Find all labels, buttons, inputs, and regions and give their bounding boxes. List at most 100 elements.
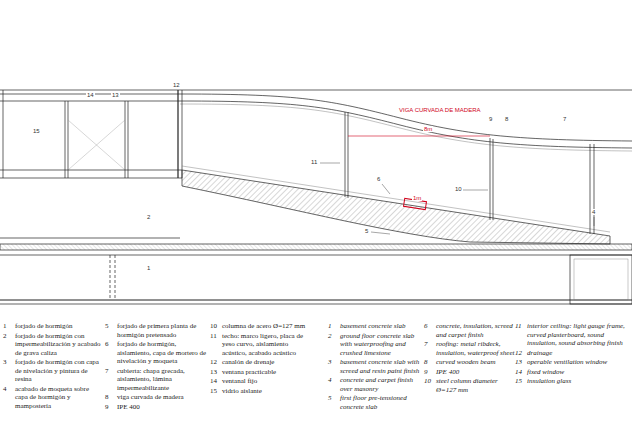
floor-line [0, 170, 182, 171]
key-number: 12 [515, 349, 522, 358]
key-number: 6 [424, 322, 428, 331]
callout-number: 8 [504, 116, 509, 122]
key-text: forjado de hormigón con impermeabilizaci… [15, 332, 103, 358]
callout-number: 12 [172, 82, 181, 88]
callout-number: 14 [86, 92, 95, 98]
basement-axis [115, 255, 116, 300]
leader-line [320, 163, 340, 164]
ceiling-line [180, 104, 632, 151]
key-text: cubierta: chapa grecada, aislamiento, lá… [117, 367, 207, 393]
key-text: columna de acero Ø=127 mm [222, 322, 314, 331]
key-text: IPE 400 [436, 368, 516, 377]
glazing-line [65, 101, 66, 178]
key-text: acabado de moqueta sobre capa de hormigó… [15, 385, 103, 411]
callout-number: 5 [364, 228, 369, 234]
callout-number: 11 [310, 159, 318, 165]
leader-line [371, 232, 390, 234]
floor-line [0, 178, 182, 179]
key-number: 5 [105, 322, 109, 331]
key-number: 13 [210, 368, 217, 377]
top-line [0, 90, 632, 91]
window-frame [590, 144, 591, 234]
key-number: 8 [424, 358, 428, 367]
glazing-mullion [177, 90, 178, 178]
dimension-label: VIGA CURVADA DE MADERA [398, 107, 481, 113]
basement-wall [574, 259, 628, 300]
basement-slab [0, 304, 632, 305]
key-number: 14 [210, 377, 217, 386]
key-number: 10 [424, 377, 431, 386]
key-number: 2 [328, 332, 332, 341]
ramp-slab [182, 170, 610, 244]
key-text: canalón de drenaje [222, 358, 314, 367]
key-text: IPE 400 [117, 403, 207, 412]
key-number: 5 [328, 394, 332, 403]
window-opening [68, 120, 125, 170]
key-text: forjado de primera planta de hormigón pr… [117, 322, 207, 339]
key-text: fixed window [527, 368, 631, 377]
steel-column [490, 138, 491, 220]
key-number: 3 [3, 358, 7, 367]
key-text: forjado de hormigón con capa de nivelaci… [15, 358, 103, 384]
leader-line [594, 217, 595, 226]
steel-column [345, 112, 346, 197]
callout-number: 6 [376, 176, 381, 182]
key-number: 11 [515, 322, 521, 331]
glazing-line [125, 101, 126, 178]
leader-line [382, 184, 390, 194]
roof-beam-bottom [0, 101, 632, 148]
key-number: 8 [105, 393, 109, 402]
key-text: insulation glass [527, 377, 631, 386]
key-number: 4 [3, 385, 7, 394]
key-text: ventanal fijo [222, 377, 314, 386]
key-text: concrete and carpet finish over masonry [340, 376, 424, 393]
key-number: 14 [515, 368, 522, 377]
key-number: 15 [210, 387, 217, 396]
key-number: 1 [328, 322, 332, 331]
key-number: 6 [105, 340, 109, 349]
key-text: concrete, insulation, screed and carpet … [436, 322, 516, 339]
leader-line [462, 190, 488, 191]
steel-column [493, 139, 494, 220]
key-text: basement concrete slab [340, 322, 424, 331]
dimension-label: 8m [423, 126, 433, 132]
key-text: forjado de hormigón, aislamiento, capa d… [117, 340, 207, 366]
callout-number: 9 [488, 116, 493, 122]
key-number: 9 [105, 403, 109, 412]
glazing-line [3, 90, 4, 178]
key-number: 4 [328, 376, 332, 385]
key-number: 11 [210, 332, 217, 341]
callout-number: 7 [562, 116, 567, 122]
window-opening [68, 120, 125, 170]
key-text: operable ventilation window [527, 358, 631, 367]
key-number: 7 [424, 340, 428, 349]
key-text: first floor pre-tensioned concrete slab [340, 394, 424, 411]
key-number: 9 [424, 368, 428, 377]
key-text: forjado de hormigón [15, 322, 103, 331]
basement-wall [570, 255, 632, 304]
key-text: interior ceiling: light gauge frame, cur… [527, 322, 631, 348]
callout-number: 2 [146, 214, 151, 220]
callout-number: 13 [111, 92, 120, 98]
key-text: techo: marco ligero, placa de yeso curvo… [222, 332, 314, 358]
key-text: curved wooden beam [436, 358, 516, 367]
glazing-mullion [182, 90, 183, 178]
key-number: 3 [328, 358, 332, 367]
key-text: steel column diameter Ø=127 mm [436, 377, 516, 394]
key-number: 12 [210, 358, 217, 367]
ground-line [0, 238, 180, 239]
window-frame [594, 144, 595, 234]
key-number: 10 [210, 322, 217, 331]
glazing-line [128, 101, 129, 178]
callout-number: 10 [454, 186, 463, 192]
callout-number: 4 [591, 209, 596, 215]
basement-ceiling [0, 255, 632, 256]
dimension-label: 1m [412, 195, 422, 201]
key-text: vidrio aislante [222, 387, 314, 396]
basement-slab [0, 300, 632, 301]
key-text: drainage [527, 349, 631, 358]
key-text: basement concrete slab with screed and r… [340, 358, 424, 375]
key-text: ground floor concrete slab with waterpro… [340, 332, 424, 358]
key-number: 13 [515, 358, 522, 367]
key-text: ventana practicable [222, 368, 314, 377]
